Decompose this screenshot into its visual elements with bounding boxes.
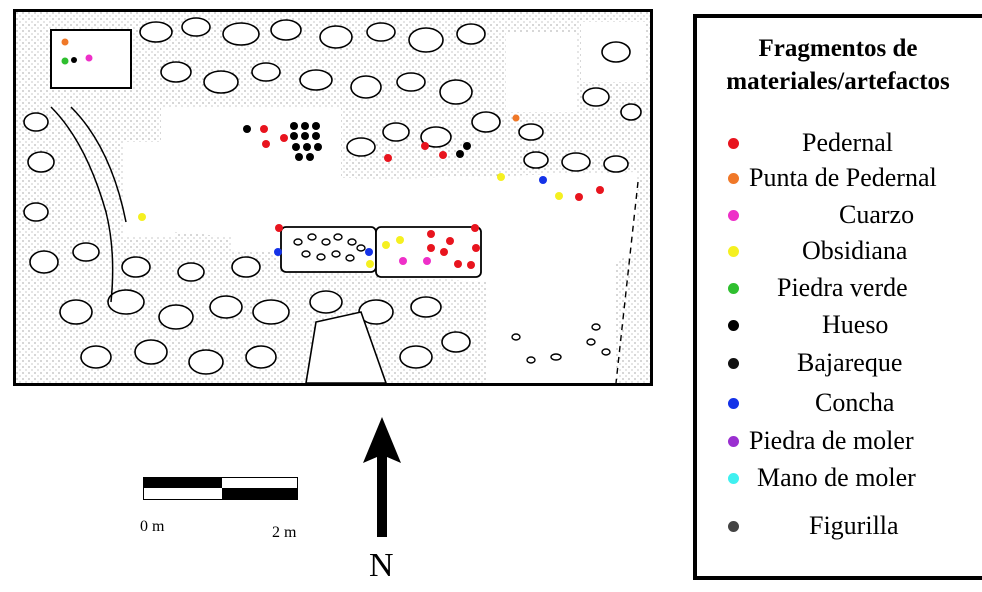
scale-bar-segment-b: [222, 488, 298, 500]
legend-item-label: Obsidiana: [802, 236, 908, 265]
legend-item-cuarzo: Cuarzo: [697, 200, 982, 230]
legend-item-concha: Concha: [697, 388, 982, 418]
legend-item-punta-de-pedernal: Punta de Pedernal: [697, 163, 982, 193]
scale-start-label: 0 m: [140, 518, 165, 535]
yellow-dot-icon: [728, 246, 739, 257]
blue-dot-icon: [728, 398, 739, 409]
north-arrow: N: [355, 415, 410, 585]
black-dot-icon: [728, 358, 739, 369]
scale-end-label: 2 m: [272, 524, 297, 541]
scale-bar: 0 m 2 m: [140, 474, 300, 554]
legend-item-pedernal: Pedernal: [697, 128, 982, 158]
excavation-plan-drawing: [16, 12, 650, 383]
cyan-dot-icon: [728, 473, 739, 484]
legend-item-label: Concha: [815, 388, 895, 417]
gray-dot-icon: [728, 521, 739, 532]
legend-item-label: Cuarzo: [839, 200, 915, 229]
legend-item-piedra-de-moler: Piedra de moler: [697, 426, 982, 456]
scale-bar-segment-a: [143, 477, 222, 488]
legend-item-mano-de-moler: Mano de moler: [697, 463, 982, 493]
orange-dot-icon: [728, 173, 739, 184]
legend-item-label: Figurilla: [809, 511, 899, 540]
legend-title-line1: Fragmentos de: [758, 35, 918, 62]
legend-item-label: Mano de moler: [757, 463, 916, 492]
legend-item-label: Pedernal: [802, 128, 893, 157]
north-arrow-icon: [363, 417, 401, 537]
legend-item-obsidiana: Obsidiana: [697, 236, 982, 266]
north-label: N: [369, 547, 394, 584]
excavation-map: [13, 9, 653, 386]
legend-item-hueso: Hueso: [697, 310, 982, 340]
magenta-dot-icon: [728, 210, 739, 221]
red-dot-icon: [728, 138, 739, 149]
legend-item-label: Bajareque: [797, 348, 903, 377]
legend-item-label: Hueso: [822, 310, 889, 339]
legend-title-line2: materiales/artefactos: [726, 68, 950, 95]
legend-item-bajareque: Bajareque: [697, 348, 982, 378]
legend-title: Fragmentos de materiales/artefactos: [697, 32, 979, 98]
legend-item-piedra-verde: Piedra verde: [697, 273, 982, 303]
legend: Fragmentos de materiales/artefactos Pede…: [693, 14, 982, 580]
purple-dot-icon: [728, 436, 739, 447]
black-dot-icon: [728, 320, 739, 331]
legend-item-label: Piedra de moler: [749, 426, 914, 455]
legend-item-label: Punta de Pedernal: [749, 163, 937, 192]
legend-item-figurilla: Figurilla: [697, 511, 982, 541]
legend-item-label: Piedra verde: [777, 273, 908, 302]
green-dot-icon: [728, 283, 739, 294]
